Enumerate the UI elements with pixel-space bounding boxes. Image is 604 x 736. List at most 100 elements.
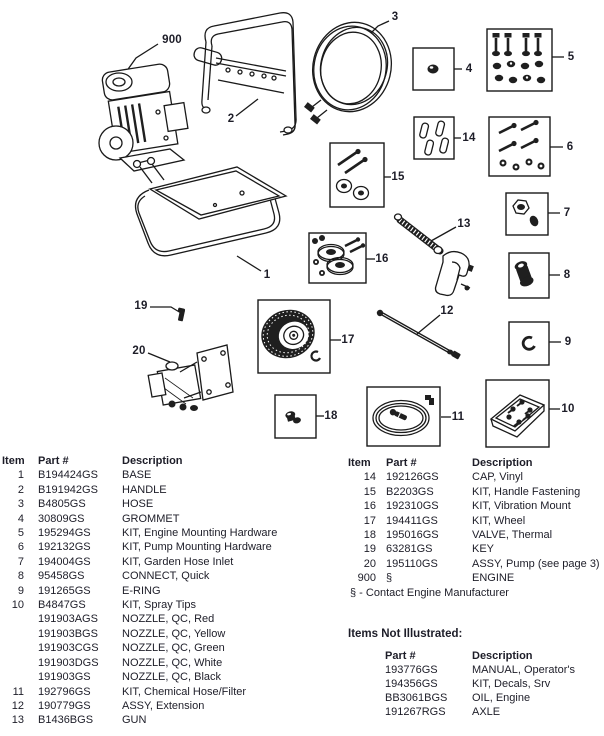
header-description: Description [472,457,533,469]
part-cell: 191903BGS [38,627,98,640]
part-cell: 191903AGS [38,613,98,626]
part-cell: 30809GS [38,512,85,525]
item-cell: 1 [17,469,24,482]
item-cell: 9 [17,584,24,597]
desc-cell: BASE [122,469,152,482]
kit-box-16-vibration-mount [308,232,367,284]
item-cell: 6 [17,541,24,554]
desc-cell: KIT, Garden Hose Inlet [122,555,234,568]
header-part: Part # [385,650,416,662]
item-cell [2,612,24,626]
item-cell: 14 [363,471,376,484]
item-cell: 5 [17,527,24,540]
table-header-right: Item Part # Description [348,456,604,470]
part-row: 4 30809GS GROMMET [2,512,304,526]
item-cell [2,627,24,641]
item-cell: 4 [17,512,24,525]
item-cell: 900 [357,572,376,585]
part-cell: 194004GS [38,555,91,568]
table-header-left: Item Part # Description [2,454,304,468]
desc-cell: KIT, Wheel [472,514,526,527]
part-cell: 194411GS [386,514,438,527]
item-cell [2,670,24,684]
desc-cell: NOZZLE, QC, Black [122,671,222,684]
item-cell: 19 [363,543,376,556]
item-cell [2,641,24,655]
part-cell: 191267RGS [385,706,446,718]
desc-cell: KIT, Engine Mounting Hardware [122,527,278,540]
part-cell: 192126GS [386,471,439,484]
part-cell: 195110GS [386,557,438,570]
part-cell: 192310GS [386,500,439,513]
item-cell: 18 [363,529,376,542]
header-description: Description [472,650,533,662]
gun-drawing [393,213,474,297]
frame-drawing [132,156,288,257]
part-cell: 193776GS [385,664,438,676]
part-cell: 95458GS [38,570,85,583]
part-cell: 192132GS [38,541,91,554]
part-cell: 63281GS [386,543,433,556]
desc-cell: NOZZLE, QC, Yellow [122,627,226,640]
item-cell: 3 [17,498,24,511]
desc-cell: NOZZLE, QC, Green [122,642,225,655]
desc-cell: HANDLE [122,483,167,496]
desc-cell: KIT, Handle Fastening [472,485,581,498]
table-header-not-illustrated: Part # Description [385,649,575,663]
desc-cell: GROMMET [122,512,180,525]
engine-drawing [98,63,189,172]
item-cell: 11 [12,685,24,698]
part-row: 15 B2203GS KIT, Handle Fastening [348,485,604,499]
desc-cell: NOZZLE, QC, White [122,656,223,669]
part-row: 17 194411GS KIT, Wheel [348,514,604,528]
kit-box-9-e-ring [508,321,550,366]
kit-box-8-quick-connect [508,252,550,299]
header-part: Part # [38,455,69,467]
part-cell: B2203GS [386,485,434,498]
desc-cell: ASSY, Extension [122,699,205,712]
desc-cell: KIT, Chemical Hose/Filter [122,685,247,698]
part-cell: B4847GS [38,599,86,612]
part-cell: 195016GS [386,529,439,542]
parts-diagram-art [98,12,564,448]
desc-cell: ENGINE [472,572,515,585]
header-item: Item [348,457,371,469]
kit-box-18-thermal-valve [274,394,317,439]
items-not-illustrated-section: Items Not Illustrated: Part # Descriptio… [348,627,575,719]
item-cell: 12 [11,699,24,712]
kit-box-7-garden-hose-inlet [505,192,549,236]
desc-cell: KIT, Decals, Srv [472,678,551,690]
part-cell: § [386,572,393,585]
kit-box-17-wheel [257,299,331,374]
item-cell: 15 [363,485,376,498]
kit-box-6-pump-mounting-hardware [488,116,551,177]
desc-cell: ASSY, Pump (see page 3) [472,557,600,570]
part-cell: B191942GS [38,483,98,496]
item-cell: 17 [363,514,376,527]
part-row: 191903BGS NOZZLE, QC, Yellow [2,627,304,641]
